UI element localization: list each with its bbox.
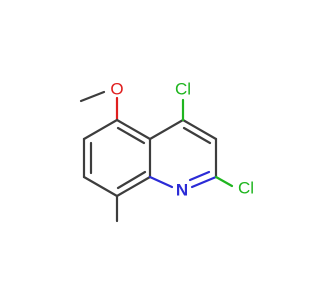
bond-c2-n-inner — [188, 170, 211, 182]
bond-c8-c8a — [115, 175, 152, 198]
molecule-canvas: O Cl Cl N — [79, 80, 254, 223]
oxygen-atom-label: O — [110, 80, 123, 99]
bond-methyl-o — [79, 90, 106, 103]
bond-c5-c6 — [82, 118, 119, 141]
chlorine-top-atom-label: Cl — [175, 80, 191, 99]
nitrogen-atom-label: N — [176, 181, 188, 200]
bond-c7-c8 — [82, 175, 119, 198]
bond-n-c8a — [148, 175, 174, 189]
bond-c4a-c5-inner — [116, 126, 146, 145]
bond-c2-cl — [214, 175, 234, 188]
bond-c2-n — [190, 175, 218, 189]
structure-diagram: O Cl Cl N — [79, 80, 254, 223]
bond-c8-c8a-inner — [116, 170, 147, 190]
bond-c4a-c5 — [115, 118, 152, 141]
chlorine-right-atom-label: Cl — [238, 179, 254, 198]
bond-c4-c3-inner — [182, 126, 212, 145]
bond-c4a-c4 — [148, 118, 185, 141]
bond-c4-c3 — [181, 118, 218, 141]
